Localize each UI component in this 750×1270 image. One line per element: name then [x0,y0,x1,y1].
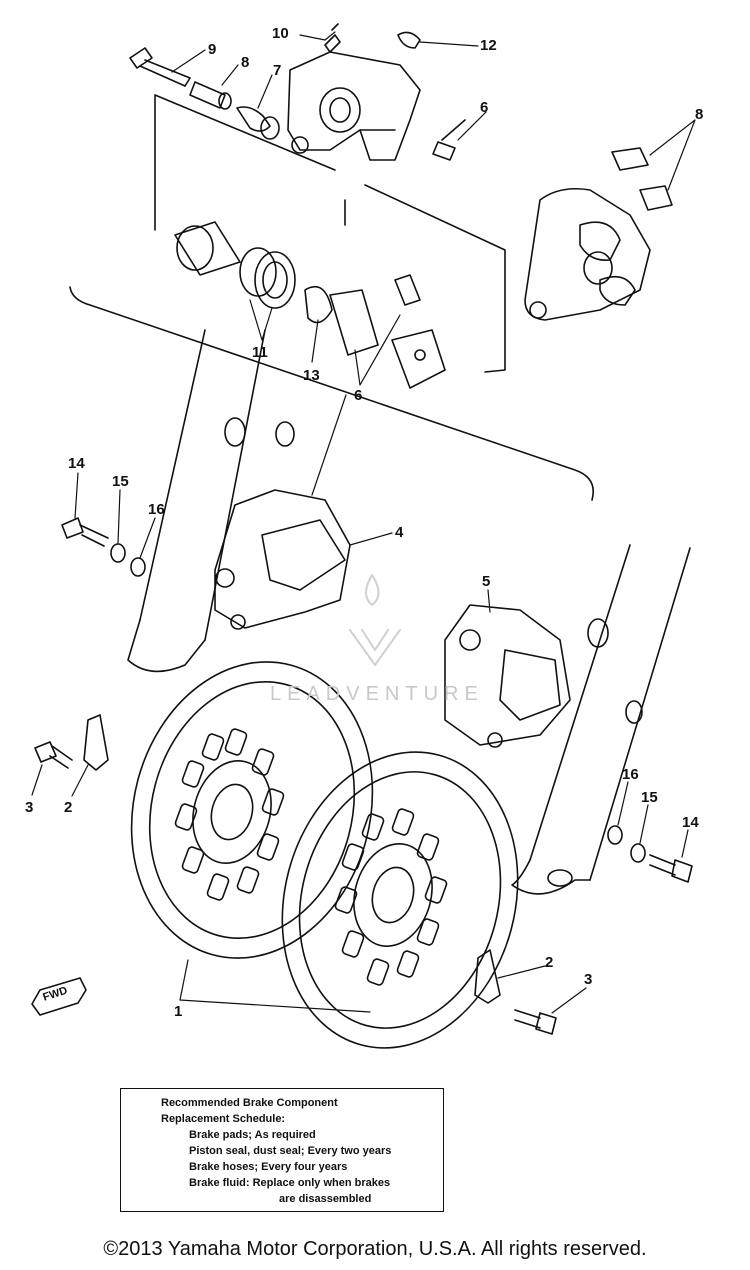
piston [174,221,241,276]
caliper-assembly-4 [214,489,351,630]
callout-2-right: 2 [545,954,554,971]
callout-13: 13 [303,367,320,384]
brake-disc-right [281,751,519,1049]
replacement-schedule-box: Recommended Brake Component Replacement … [120,1088,444,1212]
brake-disc-left [130,661,374,959]
fwd-arrow-icon [31,977,87,1016]
schedule-title-1: Recommended Brake Component [161,1097,338,1109]
schedule-item-pads: Brake pads; As required [189,1129,316,1141]
inset-bracket [69,286,594,501]
fwd-label: FWD [41,984,70,1004]
caliper-bracket [524,187,651,321]
brake-pads-6 [329,274,446,389]
callout-2-left: 2 [64,799,73,816]
washer-15-right [630,843,646,863]
bolt-14-left [61,517,109,547]
caliper-assembly-5 [444,604,571,748]
watermark-logo [349,574,401,666]
schedule-item-hoses: Brake hoses; Every four years [189,1161,348,1173]
watermark-text: LEADVENTURE [270,683,484,705]
bolt-3-right [514,1009,557,1035]
callout-14-left: 14 [68,455,85,472]
leader-lines [31,31,696,1014]
right-fork-tube [511,544,691,895]
callout-6-upper: 6 [480,99,489,116]
schedule-item-fluid: Brake fluid: Replace only when brakes [189,1177,391,1189]
copyright-notice: ©2013 Yamaha Motor Corporation, U.S.A. A… [103,1238,647,1260]
lock-plate-2-right [474,949,501,1004]
seals-11 [239,247,296,309]
callout-12: 12 [480,37,497,54]
schedule-title-2: Replacement Schedule: [161,1113,286,1125]
bolt-6-upper [432,119,466,161]
sleeve-8 [189,81,232,110]
callout-3-left: 3 [25,799,34,816]
bolt-14-right [649,854,693,883]
callout-15-right: 15 [641,789,658,806]
callout-4: 4 [395,524,404,541]
pad-shims-8 [611,147,673,211]
callout-16-left: 16 [148,501,165,518]
washer-15-left [110,543,126,563]
callout-6-pads: 6 [354,387,363,404]
callout-1: 1 [174,1003,183,1020]
callout-7: 7 [273,62,282,79]
callout-3-right: 3 [584,971,593,988]
callout-5: 5 [482,573,491,590]
lock-plate-2-left [83,714,109,771]
bleed-cap-12 [397,31,421,49]
schedule-item-seals: Piston seal, dust seal; Every two years [189,1145,392,1157]
callout-11: 11 [252,344,268,361]
callout-8: 8 [241,54,250,71]
callout-8-shims: 8 [695,106,704,123]
callout-15-left: 15 [112,473,129,490]
inset-box [154,94,506,373]
callout-10: 10 [272,25,289,42]
caliper-body-exploded [287,51,421,161]
callout-16-right: 16 [622,766,639,783]
washer-16-right [607,825,623,845]
washer-16-left [130,557,146,577]
callout-9: 9 [208,41,217,58]
pad-spring-13 [304,285,333,324]
bolt-3-left [34,741,73,769]
bolt-9 [129,47,191,87]
boot-7 [236,106,280,140]
callout-14-right: 14 [682,814,699,831]
bleed-screws-10 [324,23,341,53]
schedule-item-fluid-cont: are disassembled [279,1193,372,1205]
